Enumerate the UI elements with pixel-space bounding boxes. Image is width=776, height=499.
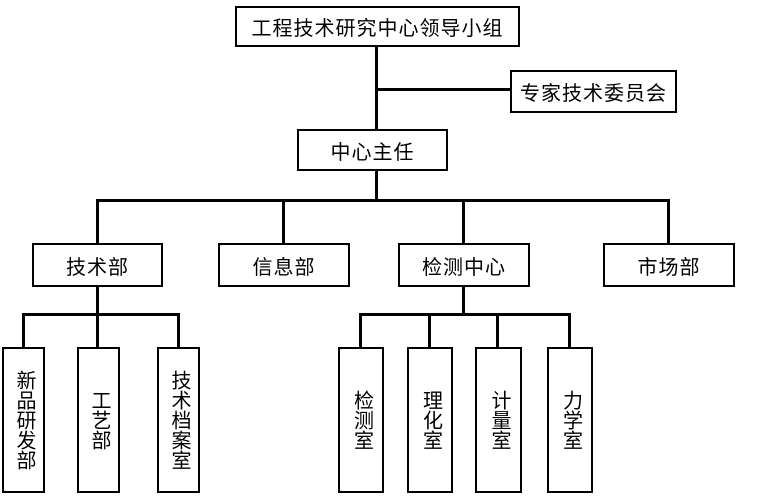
node-market-dept: 市场部 (603, 243, 735, 287)
connector-drop-info-dept (282, 199, 285, 244)
connector-drop-physics-chemistry (428, 313, 431, 348)
node-testing-room: 检测室 (338, 347, 384, 493)
connector-drop-mechanics-room (568, 313, 571, 348)
connector-testingcenter-children-bus (359, 313, 571, 316)
connector-techdept-children-bus (22, 313, 180, 316)
node-expert-committee: 专家技术委员会 (510, 70, 677, 113)
node-info-dept: 信息部 (218, 243, 350, 287)
node-process-dept: 工艺部 (77, 347, 120, 493)
node-mechanics-room: 力学室 (547, 347, 593, 493)
node-tech-dept: 技术部 (32, 243, 163, 287)
connector-drop-process-dept (96, 313, 99, 348)
connector-techdept-bus (96, 286, 99, 315)
connector-drop-testing-room (359, 313, 362, 348)
connector-main-bus (96, 199, 670, 202)
connector-drop-metrology-room (496, 313, 499, 348)
connector-drop-tech-archive (177, 313, 180, 348)
node-physics-chemistry-room: 理化室 (407, 347, 453, 493)
connector-director-bus (375, 170, 378, 202)
connector-drop-tech-dept (96, 199, 99, 244)
connector-branch-committee (376, 88, 510, 91)
connector-drop-testing-center (462, 199, 465, 244)
node-testing-center: 检测中心 (398, 243, 530, 287)
node-center-director: 中心主任 (297, 129, 448, 171)
connector-drop-market-dept (667, 199, 670, 244)
connector-testingcenter-bus (462, 286, 465, 315)
node-leadership-group: 工程技术研究中心领导小组 (235, 6, 520, 47)
node-metrology-room: 计量室 (475, 347, 522, 493)
connector-drop-new-product-rd (22, 313, 25, 348)
node-tech-archive-room: 技术档案室 (157, 347, 200, 493)
node-new-product-rd-dept: 新品研发部 (2, 347, 45, 493)
